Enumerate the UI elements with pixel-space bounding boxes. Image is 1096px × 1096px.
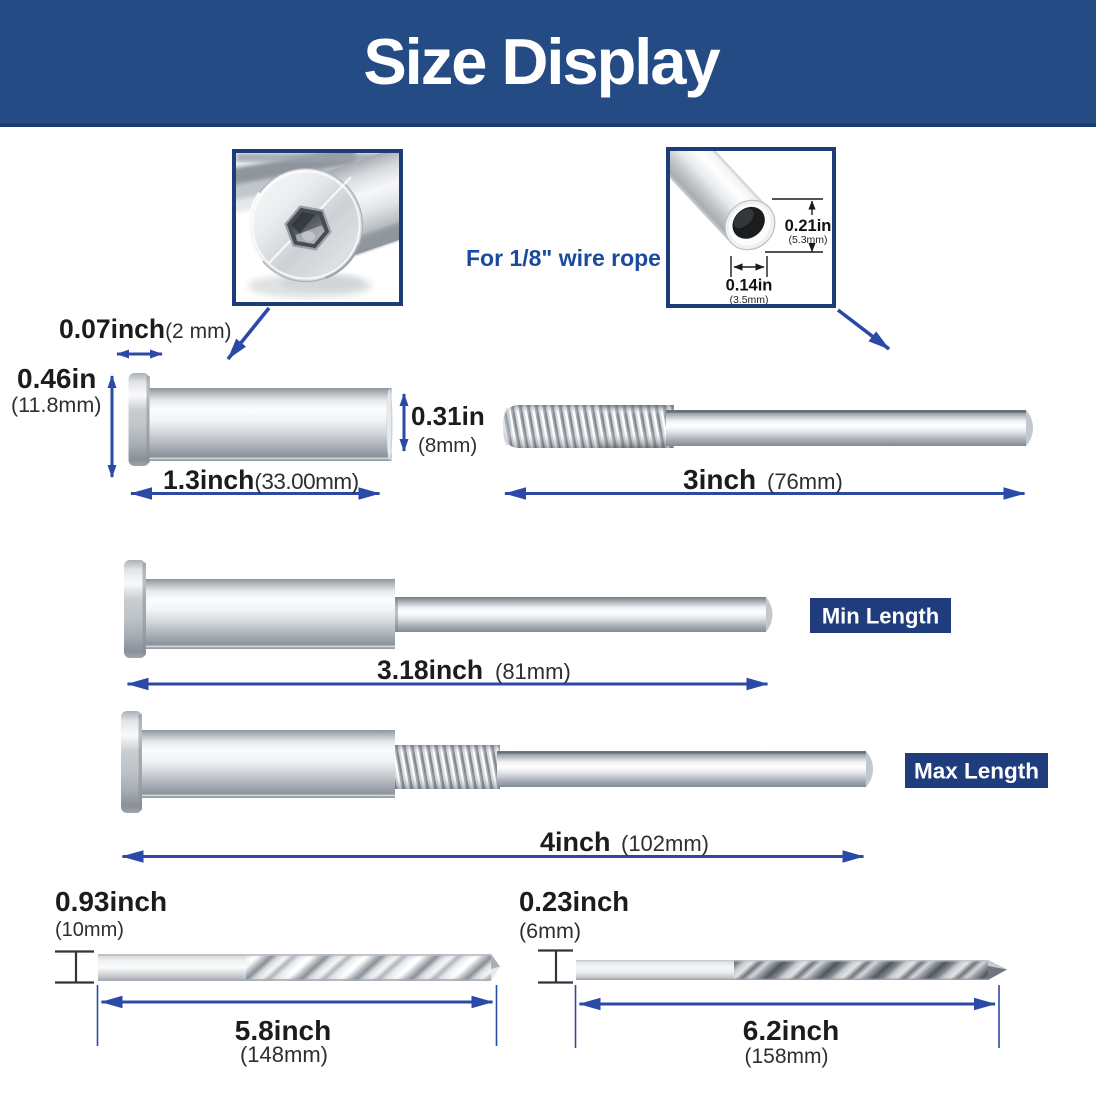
svg-text:0.07inch(2 mm): 0.07inch(2 mm) — [59, 314, 232, 344]
svg-text:(81mm): (81mm) — [495, 659, 571, 684]
svg-text:0.31in: 0.31in — [411, 401, 485, 431]
svg-text:1.3inch(33.00mm): 1.3inch(33.00mm) — [163, 465, 359, 495]
svg-text:0.21in: 0.21in — [785, 217, 832, 235]
svg-text:(102mm): (102mm) — [621, 831, 709, 856]
svg-text:(158mm): (158mm) — [744, 1045, 828, 1068]
svg-text:(3.5mm): (3.5mm) — [729, 294, 768, 306]
svg-text:6.2inch: 6.2inch — [743, 1015, 839, 1046]
svg-text:Min Length: Min Length — [822, 604, 939, 629]
svg-text:0.93inch: 0.93inch — [55, 886, 167, 917]
svg-text:5.8inch: 5.8inch — [235, 1015, 331, 1046]
svg-text:(11.8mm): (11.8mm) — [11, 393, 101, 417]
svg-text:(76mm): (76mm) — [767, 469, 843, 494]
svg-text:0.14in: 0.14in — [726, 277, 773, 295]
svg-text:For 1/8" wire rope: For 1/8" wire rope — [466, 245, 661, 271]
svg-text:(8mm): (8mm) — [418, 434, 477, 457]
svg-text:3inch: 3inch — [683, 464, 756, 495]
svg-text:(5.3mm): (5.3mm) — [788, 234, 827, 246]
svg-text:Max Length: Max Length — [914, 759, 1039, 784]
svg-text:(6mm): (6mm) — [519, 919, 581, 943]
svg-text:0.23inch: 0.23inch — [519, 886, 629, 917]
svg-text:(10mm): (10mm) — [55, 919, 124, 941]
svg-text:0.46in: 0.46in — [17, 363, 96, 394]
svg-text:(148mm): (148mm) — [240, 1042, 328, 1067]
svg-text:Size Display: Size Display — [363, 25, 720, 98]
svg-text:4inch: 4inch — [540, 827, 611, 857]
svg-text:3.18inch: 3.18inch — [377, 655, 483, 685]
